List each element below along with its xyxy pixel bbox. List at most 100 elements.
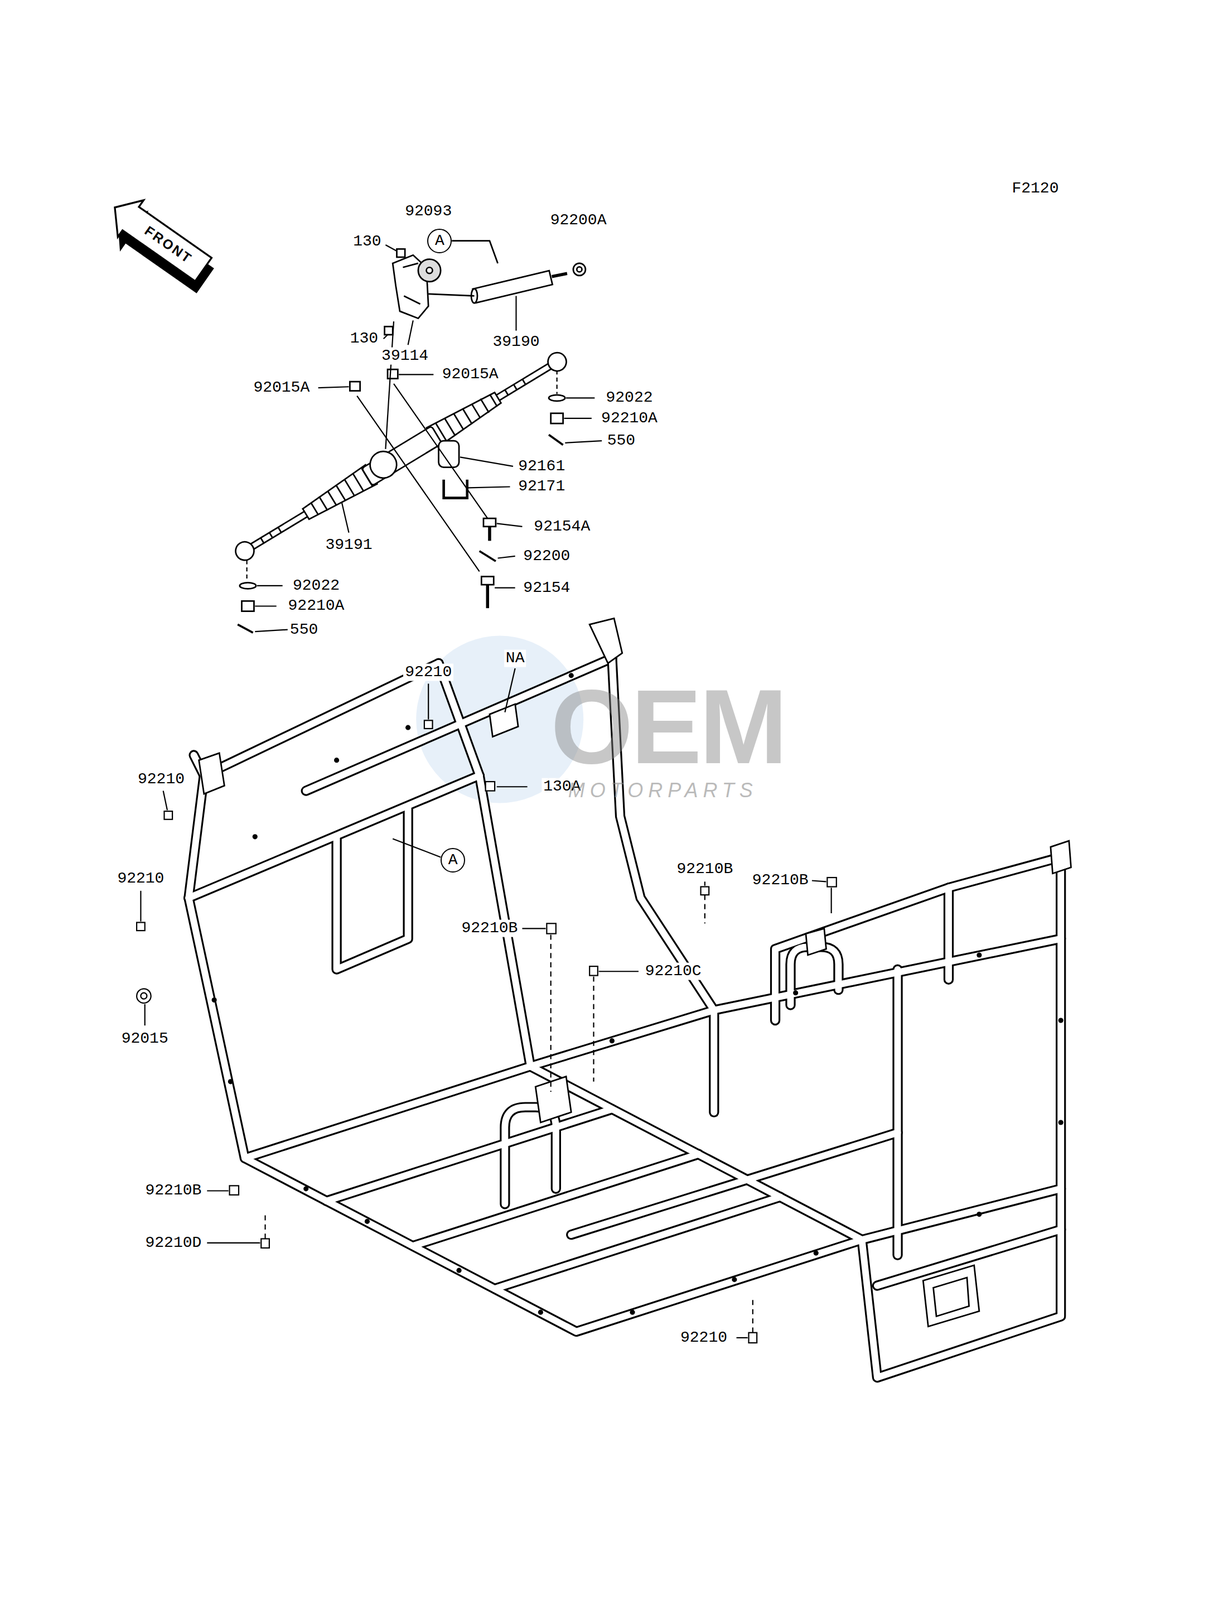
frame-holes — [538, 1309, 544, 1315]
frame-holes — [456, 1267, 462, 1273]
vehicle-frame — [188, 632, 1061, 1377]
steering-parts — [443, 479, 468, 499]
steering-parts — [472, 270, 553, 303]
part-leaders — [318, 386, 350, 388]
steering-parts — [573, 263, 586, 276]
frame-holes — [211, 997, 217, 1003]
frame-fasteners — [136, 921, 145, 931]
frame-holes — [976, 951, 982, 957]
callout-number: 92210B — [750, 871, 811, 889]
frame-fasteners — [424, 719, 433, 729]
steering-parts — [451, 240, 498, 264]
callout-number: 92200A — [548, 211, 609, 230]
steering-rack — [231, 538, 258, 564]
frame-holes — [364, 1218, 370, 1224]
frame-fasteners — [748, 1332, 758, 1343]
leader-lines — [504, 668, 515, 713]
frame-fasteners — [485, 781, 495, 791]
frame-holes — [1058, 1119, 1064, 1125]
steering-parts — [418, 259, 441, 282]
steering-rack — [435, 391, 499, 441]
leader-lines — [392, 838, 441, 858]
frame-details — [922, 1264, 980, 1327]
vehicle-frame — [188, 632, 1061, 1377]
leader-lines — [830, 887, 833, 913]
leader-lines — [139, 890, 142, 922]
steering-parts — [241, 600, 254, 611]
steering-parts — [486, 584, 490, 608]
callout-number: 92093 — [403, 202, 454, 220]
watermark: MOTORPARTS — [566, 779, 760, 802]
frame-holes — [731, 1276, 737, 1282]
frame-details — [805, 927, 827, 955]
part-leaders — [385, 244, 397, 251]
callout-number: 92161 — [516, 457, 567, 475]
callout-number: 92210B — [460, 919, 520, 937]
steering-parts — [428, 293, 475, 297]
callout-number: 92022 — [603, 389, 655, 407]
steering-parts — [237, 240, 586, 633]
part-leaders — [408, 320, 414, 345]
frame-details — [589, 617, 623, 663]
leader-lines — [811, 880, 827, 882]
reference-letter: A — [448, 852, 458, 868]
leader-lines — [144, 1003, 146, 1026]
part-leaders — [257, 585, 283, 587]
frame-fasteners — [589, 965, 598, 975]
part-leaders — [254, 629, 288, 632]
callout-number: 92210D — [143, 1233, 204, 1251]
leader-lines — [736, 1336, 748, 1338]
frame-details — [535, 1076, 572, 1123]
steering-parts — [552, 273, 568, 277]
part-leaders — [246, 559, 248, 582]
frame-fasteners — [136, 988, 152, 1003]
steering-parts — [550, 413, 564, 424]
steering-parts — [479, 550, 496, 562]
part-leaders — [460, 456, 514, 466]
frame-fasteners — [229, 1185, 239, 1195]
part-leaders — [496, 523, 523, 526]
part-leaders — [398, 373, 434, 375]
callout-number: 39114 — [379, 347, 430, 365]
steering-parts — [384, 326, 394, 335]
callout-number: 92210 — [136, 770, 187, 789]
part-leaders — [356, 395, 480, 572]
part-leaders — [556, 370, 558, 394]
callout-number: 130 — [351, 233, 383, 251]
callout-number: 550 — [288, 620, 320, 638]
steering-parts — [487, 526, 491, 541]
callout-number: 92015A — [440, 365, 501, 384]
callout-number: 92210 — [115, 869, 166, 887]
frame-holes — [976, 1211, 982, 1217]
frame-details — [199, 617, 1072, 1326]
part-leaders — [515, 295, 517, 331]
leader-lines — [264, 1214, 266, 1239]
part-leaders — [468, 486, 511, 488]
part-leaders — [494, 586, 516, 588]
leader-lines — [140, 668, 831, 1338]
steering-parts — [576, 266, 582, 272]
frame-details — [933, 1277, 970, 1317]
leader-lines — [521, 927, 546, 929]
leader-lines — [206, 1189, 229, 1191]
frame-holes — [1058, 1017, 1064, 1023]
callout-number: 39190 — [490, 332, 541, 351]
reference-circle: A — [427, 228, 452, 254]
callout-number: 550 — [605, 432, 637, 450]
reference-letter: A — [434, 233, 445, 249]
leader-lines — [550, 934, 552, 1092]
part-leaders — [247, 244, 603, 632]
callout-number: 92022 — [291, 576, 342, 594]
leader-lines — [163, 790, 168, 811]
leader-lines — [704, 894, 706, 923]
steering-rack — [229, 344, 572, 566]
part-leaders — [341, 501, 350, 533]
part-leaders — [564, 440, 602, 443]
leader-lines — [598, 970, 639, 972]
frame-holes — [228, 1078, 234, 1084]
callout-number: NA — [504, 649, 527, 667]
frame-fasteners — [260, 1238, 270, 1247]
part-leaders — [393, 383, 488, 519]
steering-parts — [237, 624, 253, 633]
